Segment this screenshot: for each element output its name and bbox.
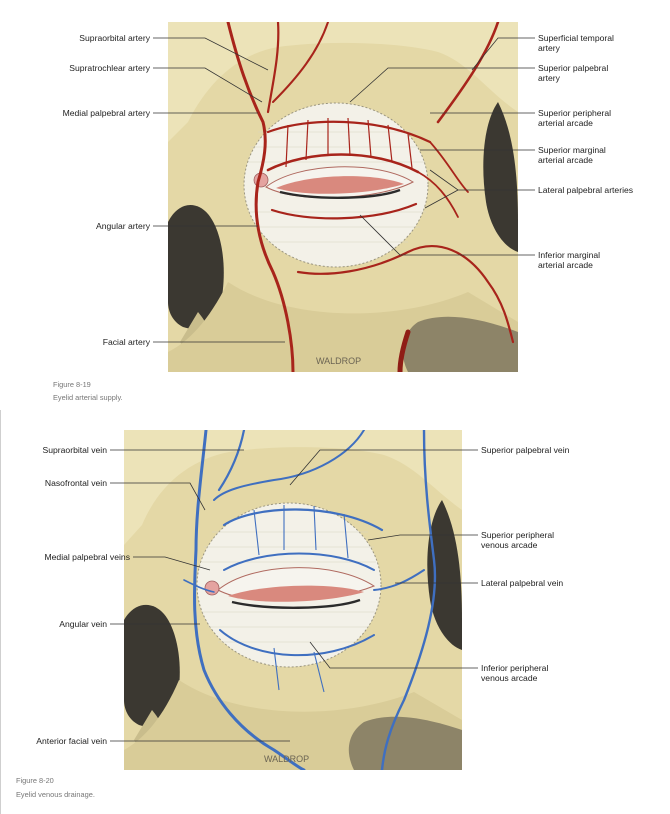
superior-marginal-arcade-path [266, 153, 420, 174]
lower-shadow [402, 316, 518, 372]
supraorbital-vein-path [217, 430, 246, 492]
label-superior-palpebral-artery: Superior palpebral artery [538, 63, 608, 83]
superior-peripheral-arcade-path [266, 120, 432, 144]
venous-illustration: WALDROP [124, 430, 462, 770]
label-superior-peripheral-venous-arcade: Superior peripheral venous arcade [481, 530, 554, 550]
illustrator-signature: WALDROP [264, 754, 309, 764]
supraorbital-artery-path [266, 22, 280, 114]
figure-caption: Eyelid venous drainage. [16, 790, 95, 799]
label-line: Superior marginal [538, 145, 606, 155]
label-facial-artery: Facial artery [102, 337, 150, 347]
label-line: artery [538, 73, 560, 83]
label-medial-palpebral-artery: Medial palpebral artery [62, 108, 150, 118]
septum-fibers [202, 531, 376, 643]
label-anterior-facial-vein: Anterior facial vein [36, 736, 107, 746]
label-supraorbital-vein: Supraorbital vein [42, 445, 108, 455]
temporal-vein-path [380, 430, 437, 770]
superior-venous-branch [223, 552, 375, 571]
label-line: arterial arcade [538, 118, 593, 128]
vertical-arcade-branches [285, 117, 413, 169]
venous-drawing: WALDROP [124, 430, 462, 770]
label-supratrochlear-artery: Supratrochlear artery [69, 63, 150, 73]
venous-branches [253, 505, 349, 693]
eyelashes [231, 598, 361, 609]
figure-number: Figure 8-20 [16, 776, 54, 785]
supratrochlear-artery-path [272, 22, 329, 103]
facial-vein-trunk [397, 329, 411, 372]
label-lateral-palpebral-arteries: Lateral palpebral arteries [538, 185, 633, 195]
figure-eyelid-arterial-supply: WALDROP Supraorbital artery Supratrochle… [53, 22, 633, 402]
label-superior-peripheral-arterial-arcade: Superior peripheral arterial arcade [538, 108, 611, 128]
label-inferior-marginal-arterial-arcade: Inferior marginal arterial arcade [538, 250, 600, 270]
superior-peripheral-venous-arcade-path [222, 508, 384, 532]
lower-shadow [348, 716, 462, 770]
figure-caption: Eyelid arterial supply. [53, 393, 123, 402]
label-line: Inferior marginal [538, 250, 601, 260]
figure-number: Figure 8-19 [53, 380, 91, 389]
label-line: Superior peripheral [481, 530, 555, 540]
label-superior-marginal-arterial-arcade: Superior marginal arterial arcade [538, 145, 606, 165]
illustrator-signature: WALDROP [316, 356, 361, 366]
label-nasofrontal-vein: Nasofrontal vein [44, 478, 107, 488]
label-superficial-temporal-artery: Superficial temporal artery [538, 33, 614, 53]
label-line: arterial arcade [538, 260, 593, 270]
label-line: Lateral palpebral arteries [538, 185, 634, 195]
lacrimal-caruncle [204, 580, 220, 596]
label-line: Inferior peripheral [481, 663, 549, 673]
label-medial-palpebral-veins: Medial palpebral veins [44, 552, 130, 562]
label-line: venous arcade [481, 540, 538, 550]
arterial-drawing: WALDROP [168, 22, 518, 372]
label-supraorbital-artery: Supraorbital artery [79, 33, 150, 43]
nasal-cavity [124, 604, 180, 727]
label-angular-vein: Angular vein [59, 619, 107, 629]
label-line: artery [538, 43, 560, 53]
label-line: Superior peripheral [538, 108, 612, 118]
label-line: arterial arcade [538, 155, 593, 165]
label-lateral-palpebral-vein: Lateral palpebral vein [481, 578, 563, 588]
supraorbital-arch-path [213, 430, 365, 501]
label-superior-palpebral-vein: Superior palpebral vein [481, 445, 569, 455]
label-line: Superficial temporal [538, 33, 614, 43]
label-line: Superior palpebral vein [481, 445, 570, 455]
frontal-bone [124, 430, 462, 545]
figure-eyelid-venous-drainage: WALDROP Supraorbital vein Nasofrontal ve… [0, 410, 670, 814]
inferior-marginal-arcade-path [270, 202, 418, 220]
label-inferior-peripheral-venous-arcade: Inferior peripheral venous arcade [481, 663, 548, 683]
arterial-illustration: WALDROP [168, 22, 518, 372]
lid-margin [228, 585, 364, 602]
medial-palpebral-veins-path [183, 579, 215, 593]
page-edge-divider [0, 410, 1, 814]
nasal-cavity [168, 204, 224, 329]
lid-margin [276, 176, 404, 194]
label-line: venous arcade [481, 673, 538, 683]
label-angular-artery: Angular artery [96, 221, 150, 231]
label-line: Lateral palpebral vein [481, 578, 564, 588]
eyelashes [279, 188, 401, 199]
label-line: Superior palpebral [538, 63, 609, 73]
